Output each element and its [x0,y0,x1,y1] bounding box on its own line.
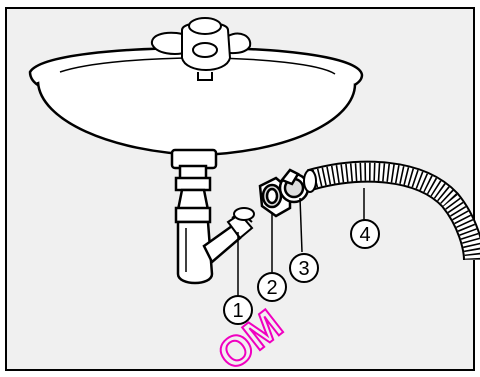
callout-label-2: 2 [266,277,277,299]
callout-label-4: 4 [359,224,370,246]
callout-3: 3 [290,254,318,282]
callout-label-3: 3 [298,258,309,280]
callout-4: 4 [351,220,379,248]
callout-2: 2 [258,273,286,301]
